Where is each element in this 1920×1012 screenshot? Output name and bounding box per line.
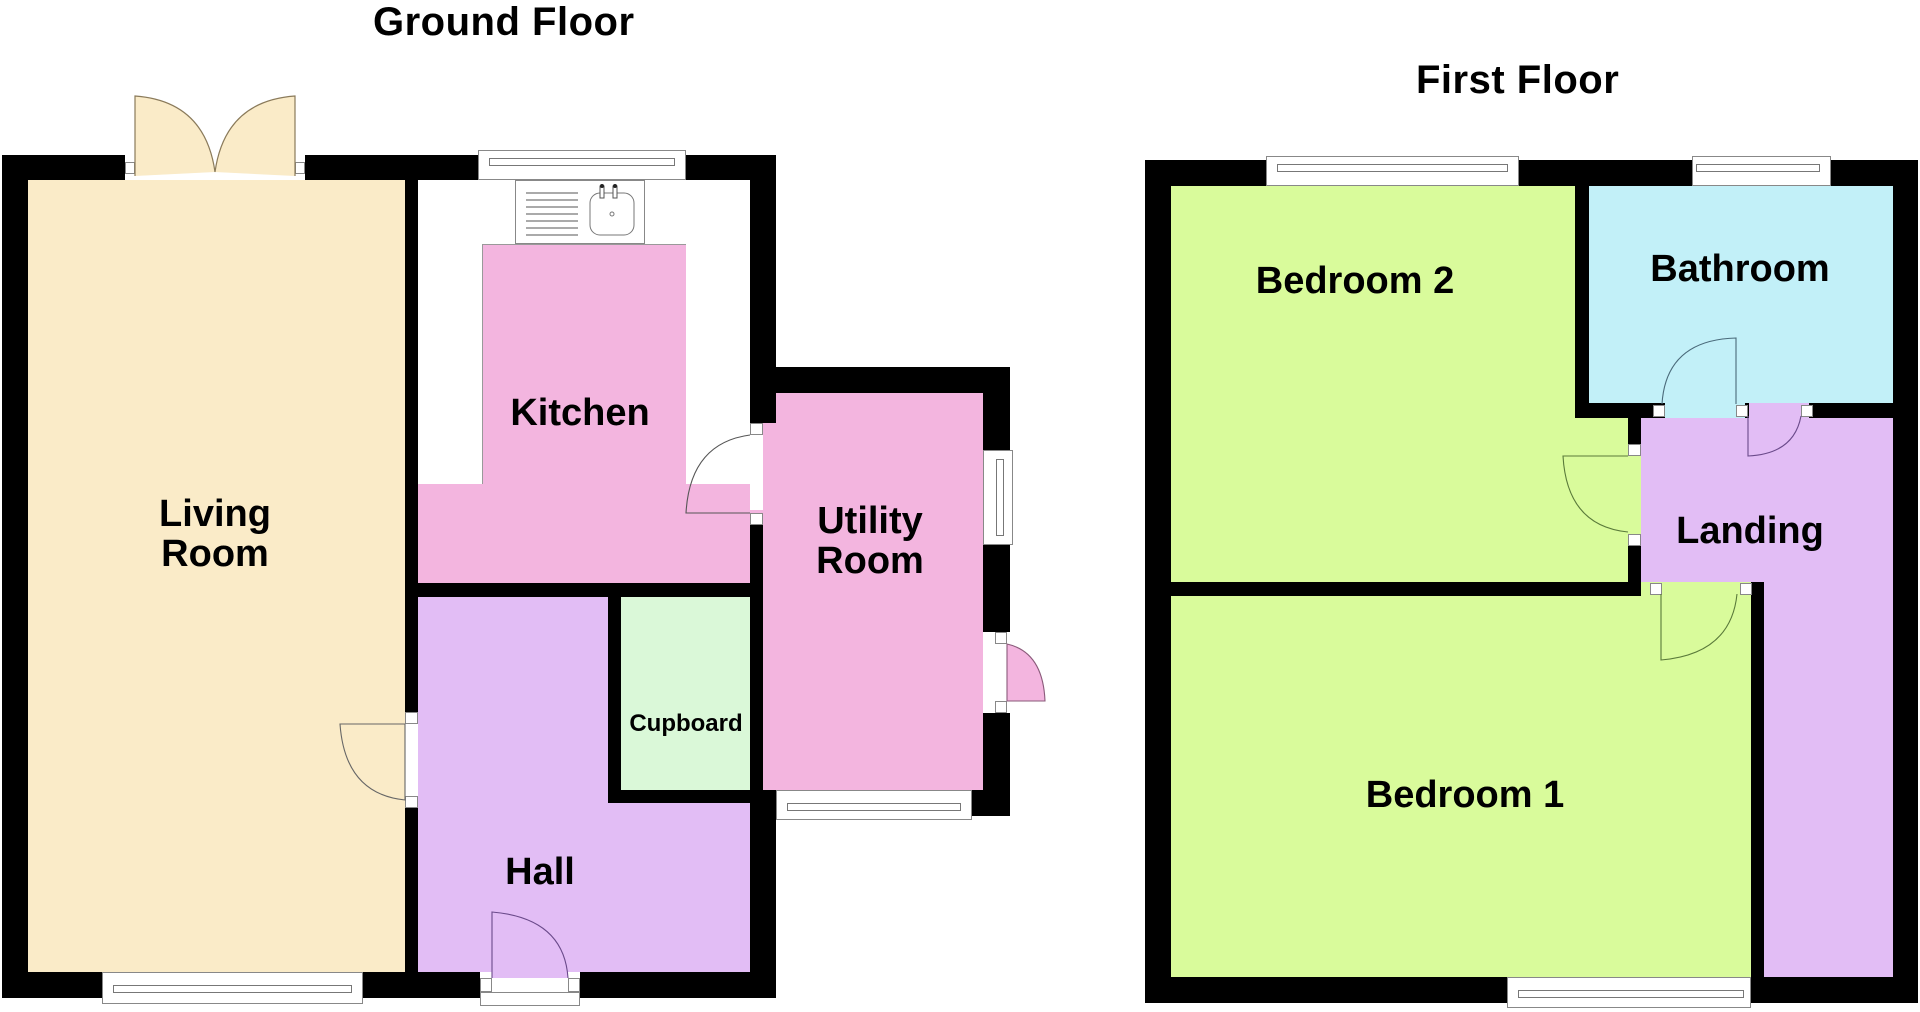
wall	[608, 790, 750, 803]
bedroom-1-label: Bedroom 1	[1365, 774, 1565, 816]
bedroom-2-doorway	[1628, 450, 1641, 534]
bathroom	[1589, 186, 1893, 403]
wall	[983, 545, 1010, 632]
wall	[305, 155, 478, 180]
french-doors-icon[interactable]	[134, 95, 296, 176]
kitchen-window	[478, 150, 686, 180]
wall	[608, 597, 621, 803]
wall	[1575, 186, 1589, 418]
bathroom-doorway	[1665, 403, 1745, 418]
utility-back-door-icon[interactable]	[1006, 643, 1052, 704]
bedroom-1-door-icon[interactable]	[1660, 593, 1741, 664]
wall	[1751, 582, 1764, 1003]
ground-floor-title: Ground Floor	[373, 0, 635, 44]
bedroom-2-label: Bedroom 2	[1255, 260, 1455, 302]
first-floor-title: First Floor	[1416, 58, 1620, 102]
wall	[750, 790, 776, 998]
door-jamb	[1650, 583, 1662, 595]
sink-icon	[515, 180, 645, 244]
wall	[2, 155, 28, 998]
bathroom-window	[1692, 156, 1831, 186]
bedroom-2	[1171, 186, 1575, 582]
landing-label: Landing	[1676, 510, 1824, 552]
wall	[405, 180, 418, 712]
living-hall-door-icon[interactable]	[339, 723, 410, 804]
living-room-label: Living Room	[159, 493, 271, 575]
wall	[1751, 977, 1918, 1003]
wall	[1145, 160, 1171, 1003]
bedroom-2-window	[1266, 156, 1519, 186]
door-jamb	[125, 162, 135, 174]
door-jamb	[1628, 444, 1641, 456]
closet-door-icon[interactable]	[1747, 415, 1808, 461]
door-jamb	[750, 513, 763, 525]
kitchen-utility-door-icon[interactable]	[685, 434, 756, 515]
bedroom-2-door-icon[interactable]	[1562, 455, 1633, 536]
bedroom-2-ext	[1575, 418, 1628, 582]
door-jamb	[750, 423, 763, 435]
utility-room-label: Utility Room	[816, 500, 924, 582]
door-jamb	[568, 978, 580, 992]
living-room	[28, 180, 405, 972]
wall	[1893, 160, 1918, 1003]
door-jamb	[295, 162, 305, 174]
utility-side-window	[983, 450, 1013, 545]
bathroom-door-icon[interactable]	[1661, 336, 1742, 406]
wall	[1519, 160, 1692, 186]
wall	[750, 367, 1010, 393]
door-jamb	[995, 632, 1007, 644]
door-jamb	[405, 796, 418, 808]
door-jamb	[405, 712, 418, 724]
wall	[1145, 160, 1266, 186]
door-jamb	[1653, 405, 1665, 417]
bedroom-1	[1171, 596, 1751, 977]
wall	[1171, 582, 1641, 596]
kitchen-label: Kitchen	[510, 392, 650, 434]
wall	[363, 972, 480, 998]
wall	[2, 972, 102, 998]
front-door-step	[480, 992, 580, 1006]
landing	[1641, 418, 1893, 596]
door-jamb	[480, 978, 492, 992]
bedroom-1-window	[1507, 977, 1751, 1008]
wall	[405, 808, 418, 998]
door-jamb	[1736, 405, 1748, 417]
wall	[2, 155, 125, 180]
cupboard-label: Cupboard	[629, 710, 743, 737]
bathroom-label: Bathroom	[1650, 248, 1830, 290]
utility-room	[763, 393, 983, 790]
closet-doorway	[1749, 403, 1809, 418]
door-jamb	[995, 701, 1007, 713]
door-jamb	[1740, 583, 1752, 595]
living-room-window	[102, 972, 363, 1004]
hall-label: Hall	[505, 851, 575, 893]
bedroom-1-doorway	[1641, 582, 1751, 596]
utility-bottom-window	[776, 790, 972, 820]
cupboard	[621, 597, 750, 790]
wall	[580, 972, 776, 998]
wall	[1145, 977, 1507, 1003]
landing-strip	[1764, 596, 1893, 977]
door-jamb	[1801, 405, 1813, 417]
wall	[983, 367, 1010, 450]
wall	[418, 583, 750, 597]
front-door-icon[interactable]	[491, 910, 572, 980]
wall	[972, 790, 1010, 816]
door-jamb	[1628, 534, 1641, 546]
